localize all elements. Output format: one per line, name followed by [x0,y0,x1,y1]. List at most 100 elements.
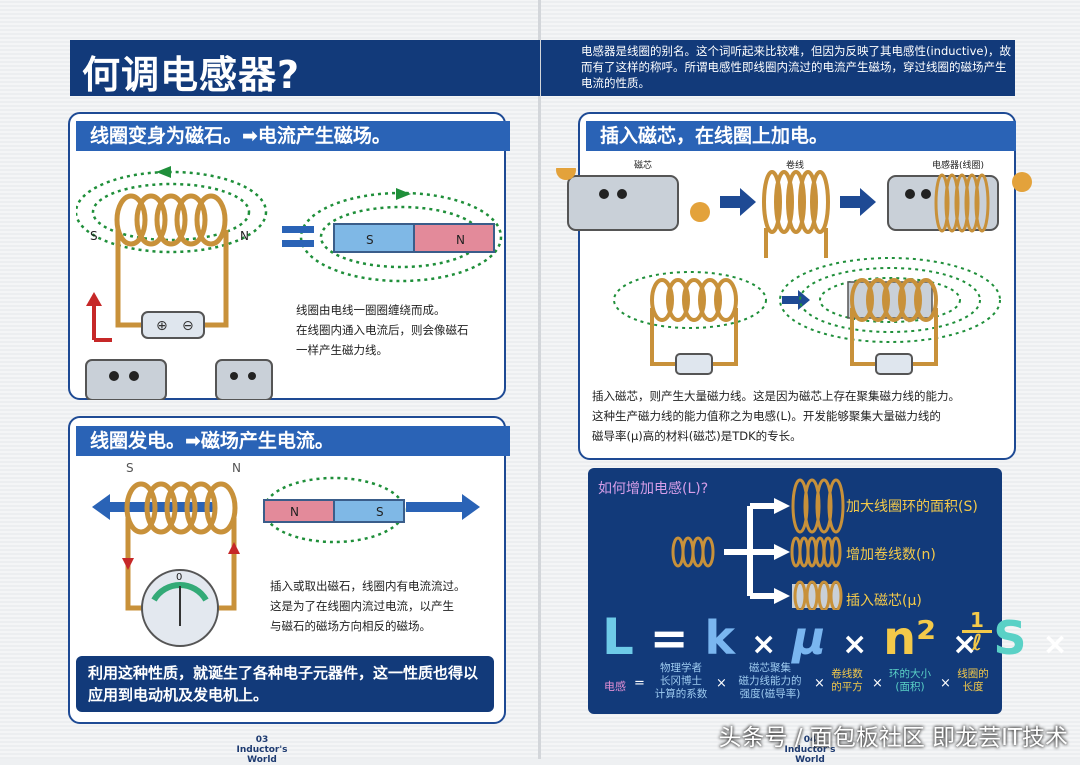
coil-generate-illustration: S N 0 N S [92,461,480,647]
page-number-left: 03 [255,735,269,745]
explain-times: × [716,676,727,691]
option-turns: 增加卷线数(n) [846,547,936,563]
panel-insert-core [578,112,1016,460]
formula-eq: = [649,611,689,665]
svg-text:⊕: ⊕ [156,318,168,334]
formula-n2: n² [883,611,937,665]
panel-coil-magnet [68,112,506,400]
summary-box: 利用这种性质，就诞生了各种电子元器件，这一性质也得以应用到电动机及发电机上。 [76,656,494,712]
inductor-mascot [887,172,1032,233]
explain-n2-line: 的平方 [831,681,863,693]
explain-k-line: 计算的系数 [654,688,708,700]
explain-eq: = [634,676,645,691]
option-core: 插入磁芯(μ) [846,593,922,609]
explain-n2-line: 卷线数 [831,668,863,680]
right-motion-arrow [406,502,466,512]
inductance-formula: L = k × μ × n² × S × [602,608,1068,666]
explain-times: × [872,676,883,691]
footer-left: 03 Inductor's World [222,735,302,765]
page-number-right: 04 [803,735,817,745]
formula-x: × [751,627,777,662]
formula-x: × [842,627,868,662]
formula-ell: ℓ [971,631,983,656]
explain-S-line: (面积) [895,681,925,693]
small-coil [650,278,738,366]
watermark: 头条号 / 面包板社区 即龙芸IT技术 [718,725,1068,751]
explain-ell-line: 长度 [962,681,984,693]
core-battery [875,353,913,375]
explain-times: × [940,676,951,691]
label-core: 磁芯 [634,161,653,171]
left-motion-arrow [106,502,216,512]
section-heading-insert-core: 插入磁芯，在线圈上加电。 [586,121,1016,151]
note-line: 插入磁芯，则产生大量磁力线。这是因为磁芯上存在聚集磁力线的能力。 [592,389,960,403]
explain-k: 物理学者 长冈博士 计算的系数 [650,662,712,701]
formula-x: × [1042,627,1068,662]
title-bar: 何调电感器? [70,40,540,97]
explain-k-line: 物理学者 [660,662,702,674]
core-mascot [556,168,710,231]
mascot-left [85,359,167,400]
formula-one: 1 [970,608,984,632]
note-line: 线圈由电线一圈圈缠绕而成。 [296,303,446,317]
svg-text:⊖: ⊖ [182,318,194,334]
page-title: 何调电感器? [82,53,301,97]
note-line: 磁导率(μ)高的材料(磁芯)是TDK的专长。 [592,429,802,443]
note-coil-generate: 插入或取出磁石，线圈内有电流流过。 这是为了在线圈内流过电流，以产生 与磁石的磁… [270,576,466,636]
formula-k: k [704,611,736,665]
insert-core-illustration [556,168,1032,375]
gen-coil-turns [124,481,238,535]
explain-mu-line: 磁芯聚集 [749,662,791,674]
explain-mu: 磁芯聚集 磁力线能力的 强度(磁导率) [728,662,812,701]
note-line: 这种生产磁力线的能力值称之为电感(L)。开发能够聚集大量磁力线的 [592,409,941,423]
note-line: 一样产生磁力线。 [296,343,388,357]
section-heading-coil-generate: 线圈发电。➡磁场产生电流。 [76,426,510,456]
note-line: 在线圈内通入电流后，则会像磁石 [296,323,469,337]
summary-text: 利用这种性质，就诞生了各种电子元器件，这一性质也得以应用到电动机及发电机上。 [88,664,479,704]
increase-inductance-box: 如何增加电感(L)? [588,468,1002,714]
coil-wire [115,230,229,328]
battery [141,311,205,339]
field-arrow [396,188,411,200]
explain-times: × [814,676,825,691]
formula-fraction: 1 ℓ [962,610,992,655]
explain-k-line: 长冈博士 [660,675,702,687]
core-coil [847,278,938,366]
explain-S-line: 环的大小 [889,668,931,680]
coil-magnet-illustration: ⊕⊖ S N S N [76,166,503,400]
label-coil: 卷线 [786,161,805,171]
label-inductor: 电感器(线圈) [932,161,985,171]
step-arrow-2 [840,188,876,216]
section-heading-coil-magnet: 线圈变身为磁石。➡电流产生磁场。 [76,121,510,151]
magnet-label-n: N [456,233,465,247]
note-line: 插入或取出磁石，线圈内有电流流过。 [270,579,466,593]
formula-mu: μ [792,611,827,665]
intro-text: 电感器是线圈的别名。这个词听起来比较难，但因为反映了其电感性(inductive… [581,44,1011,90]
gen-magnet-label-s: S [376,505,384,519]
increase-heading: 如何增加电感(L)? [598,481,709,497]
gen-pole-n: N [232,461,241,475]
coil-turns [114,193,228,247]
gen-magnet-label-n: N [290,505,299,519]
large-area-coil [791,478,845,534]
increase-diagram [671,478,845,610]
page-gutter [538,0,541,759]
step-arrow-1 [720,188,756,216]
explain-ell: 线圈的 长度 [950,668,996,694]
bar-magnet-s [333,223,415,253]
formula-S: S [993,611,1027,665]
more-turns-coil [790,536,842,568]
explain-inductance: 电感 [604,680,626,693]
equals-sign [282,226,314,233]
plain-coil [762,170,830,258]
note-coil-magnet: 线圈由电线一圈圈缠绕而成。 在线圈内通入电流后，则会像磁石 一样产生磁力线。 [296,300,469,360]
step-arrow-3 [782,290,810,310]
small-battery [675,353,713,375]
branch-lines [724,503,776,599]
footer-title-left: Inductor's World [236,745,288,765]
intro-bar: 电感器是线圈的别名。这个词听起来比较难，但因为反映了其电感性(inductive… [541,40,1015,96]
option-area: 加大线圈环的面积(S) [846,499,978,515]
meter-zero: 0 [176,572,182,583]
base-coil [671,536,715,568]
gen-magnet-n [263,499,335,523]
